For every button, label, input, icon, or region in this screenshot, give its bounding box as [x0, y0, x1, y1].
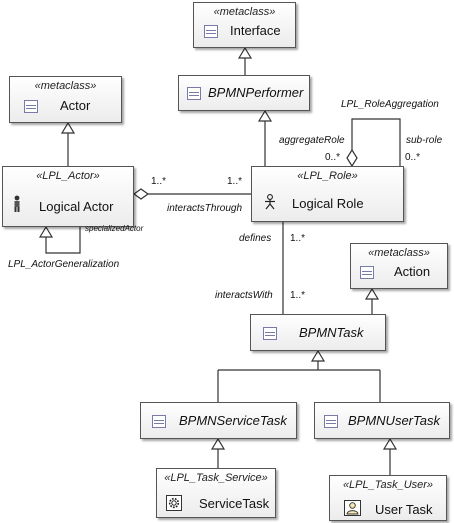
- service-task-stereotype: «LPL_Task_Service»: [164, 472, 268, 484]
- aggregate-role-label: aggregateRole: [279, 135, 345, 146]
- class-icon: [360, 266, 374, 279]
- bpmn-task-box[interactable]: BPMNTask: [250, 314, 386, 351]
- actor-generalization-loop: [45, 223, 81, 254]
- interacts-through-label: interactsThrough: [167, 203, 243, 214]
- interface-metaclass-box[interactable]: «metaclass» Interface: [193, 2, 296, 48]
- action-stereotype: «metaclass»: [368, 247, 430, 259]
- role-aggregation-label: LPL_RoleAggregation: [341, 99, 439, 110]
- logical-actor-box[interactable]: «LPL_Actor» Logical Actor: [2, 166, 134, 227]
- logical-role-box[interactable]: «LPL_Role» Logical Role: [251, 166, 404, 222]
- user-icon: [344, 500, 361, 516]
- class-icon: [24, 100, 38, 113]
- actor-metaclass-box[interactable]: «metaclass» Actor: [9, 76, 122, 123]
- actor-generalization-label: LPL_ActorGeneralization: [8, 259, 120, 270]
- user-task-name: User Task: [375, 502, 433, 517]
- role-aggregation-loop: [351, 118, 401, 166]
- bpmn-user-task-name: BPMNUserTask: [348, 413, 440, 428]
- defines-multiplicity: 1..*: [290, 233, 306, 244]
- logical-role-stereotype: «LPL_Role»: [297, 170, 358, 182]
- bpmn-performer-name: BPMNPerformer: [208, 85, 304, 100]
- interacts-with-multiplicity: 1..*: [290, 290, 306, 301]
- gear-icon: [166, 495, 182, 511]
- role-multiplicity: 1..*: [227, 176, 243, 187]
- interface-stereotype: «metaclass»: [213, 6, 276, 18]
- actor-icon: [14, 195, 20, 212]
- actor-multiplicity: 1..*: [151, 176, 167, 187]
- aggregate-multiplicity-left: 0..*: [325, 152, 341, 163]
- service-task-name: ServiceTask: [199, 496, 270, 511]
- action-name: Action: [394, 264, 431, 279]
- class-icon: [263, 327, 277, 340]
- service-task-box[interactable]: «LPL_Task_Service» ServiceTask: [156, 468, 276, 518]
- class-icon: [187, 87, 201, 100]
- actor-stereotype: «metaclass»: [34, 80, 97, 92]
- logical-actor-stereotype: «LPL_Actor»: [36, 170, 100, 182]
- bpmn-service-task-name: BPMNServiceTask: [179, 413, 287, 428]
- defines-label: defines: [239, 233, 272, 244]
- user-task-box[interactable]: «LPL_Task_User» User Task: [329, 475, 447, 521]
- bpmn-user-task-box[interactable]: BPMNUserTask: [314, 402, 450, 439]
- class-icon: [152, 415, 166, 428]
- bpmn-service-task-box[interactable]: BPMNServiceTask: [140, 402, 297, 439]
- aggregate-multiplicity-right: 0..*: [405, 152, 421, 163]
- bpmn-performer-box[interactable]: BPMNPerformer: [178, 75, 310, 111]
- specialized-actor-label: specializedActor: [85, 224, 144, 233]
- logical-role-name: Logical Role: [292, 196, 364, 211]
- actor-name: Actor: [60, 98, 91, 113]
- interface-name: Interface: [230, 23, 281, 38]
- class-icon: [324, 415, 338, 428]
- bpmn-task-name: BPMNTask: [299, 325, 364, 340]
- role-icon: [265, 194, 275, 210]
- interacts-with-label: interactsWith: [215, 290, 273, 301]
- action-metaclass-box[interactable]: «metaclass» Action: [350, 243, 448, 289]
- class-icon: [204, 25, 218, 38]
- logical-actor-name: Logical Actor: [39, 199, 114, 214]
- user-task-stereotype: «LPL_Task_User»: [342, 479, 434, 491]
- sub-role-label: sub-role: [406, 135, 443, 146]
